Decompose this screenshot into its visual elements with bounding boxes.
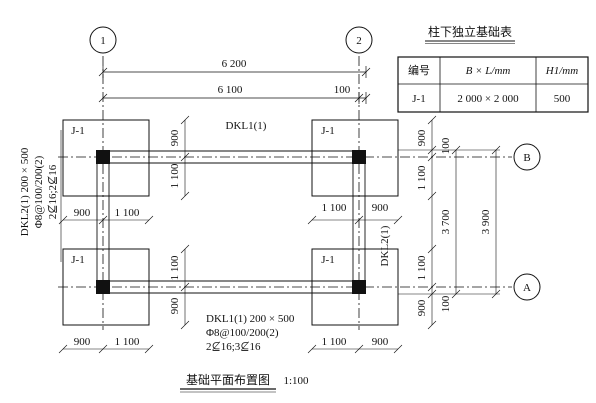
dim-bl-900: 900 [169,297,181,314]
dim-bl-1100: 1 100 [169,255,181,280]
axis-1-label: 1 [100,35,106,47]
beams [96,150,366,294]
footing-label-bl: J-1 [71,254,84,266]
beam-dkl1-bottom-line3: 2⊈16;3⊈16 [206,341,261,353]
axis-bubble-b: B [513,143,541,171]
inner-vertical-dims [180,115,190,330]
right-dimensions [398,115,501,330]
beam-dkl2-left-line2: Φ8@100/200(2) [33,155,45,228]
table-cell-size: 2 000 × 2 000 [457,93,519,105]
table-header-height: H1/mm [545,65,578,77]
dim-r-1100-top: 1 100 [416,165,428,190]
footings [62,119,399,326]
horizontal-footing-dims [58,215,403,354]
footing-label-br: J-1 [321,254,334,266]
dim-top-inner: 6 100 [218,84,243,96]
dim-tl-900: 900 [169,129,181,146]
drawing-caption: 基础平面布置图 1:100 [180,373,309,393]
dim-r-100-bottom: 100 [440,295,452,312]
foundation-table: 柱下独立基础表 编号 B × L/mm H1/mm J-1 2 000 × 2 … [397,24,589,113]
dim-br-h-900: 900 [372,336,389,348]
beam-dkl2-left-line1: DKL2(1) 200 × 500 [19,147,31,236]
dim-br-h-1100: 1 100 [322,336,347,348]
dim-r-100-top: 100 [440,137,452,154]
axis-bubble-1: 1 [89,26,117,54]
dim-tl-h-1100: 1 100 [115,207,140,219]
axis-bubble-a: A [513,273,541,301]
top-dimensions [98,66,371,104]
beam-dkl1-bottom-line1: DKL1(1) 200 × 500 [206,313,295,325]
dim-tr-h-1100: 1 100 [322,202,347,214]
axis-a-label: A [523,282,531,294]
table-cell-id: J-1 [412,93,425,105]
dim-tl-h-900: 900 [74,207,91,219]
table-header-id: 编号 [408,63,430,77]
dim-r-1100-bottom: 1 100 [416,255,428,280]
dim-r-3900: 3 900 [480,209,492,234]
beam-dkl2-right-label: DKL2(1) [379,225,391,266]
dim-bl-h-900: 900 [74,336,91,348]
dim-bl-h-1100: 1 100 [115,336,140,348]
table-header-size: B × L/mm [466,65,511,77]
axis-lines [58,56,512,330]
dim-r-900-bottom: 900 [416,299,428,316]
dim-tr-h-900: 900 [372,202,389,214]
beam-dkl2-left-annotation: DKL2(1) 200 × 500 Φ8@100/200(2) 2⊈16;2⊈1… [19,130,62,262]
beam-dkl1-bottom-annotation: DKL1(1) 200 × 500 Φ8@100/200(2) 2⊈16;3⊈1… [206,313,295,353]
dim-r-900-top: 900 [416,129,428,146]
beam-dkl1-bottom-line2: Φ8@100/200(2) [206,327,279,339]
axis-2-label: 2 [356,35,362,47]
caption-scale: 1:100 [283,375,309,387]
dim-tl-1100: 1 100 [169,163,181,188]
footing-label-tr: J-1 [321,125,334,137]
axis-b-label: B [523,152,530,164]
caption-title: 基础平面布置图 [186,373,270,387]
beam-dkl2-left-line3: 2⊈16;2⊈16 [47,164,59,219]
footing-label-tl: J-1 [71,125,84,137]
axis-bubble-2: 2 [345,26,373,54]
table-cell-height: 500 [554,93,571,105]
dim-r-3700: 3 700 [440,209,452,234]
columns [96,150,366,294]
table-title: 柱下独立基础表 [428,24,512,39]
dim-top-total: 6 200 [222,58,247,70]
dim-top-offset: 100 [334,84,351,96]
beam-dkl1-top-label: DKL1(1) [226,120,267,132]
